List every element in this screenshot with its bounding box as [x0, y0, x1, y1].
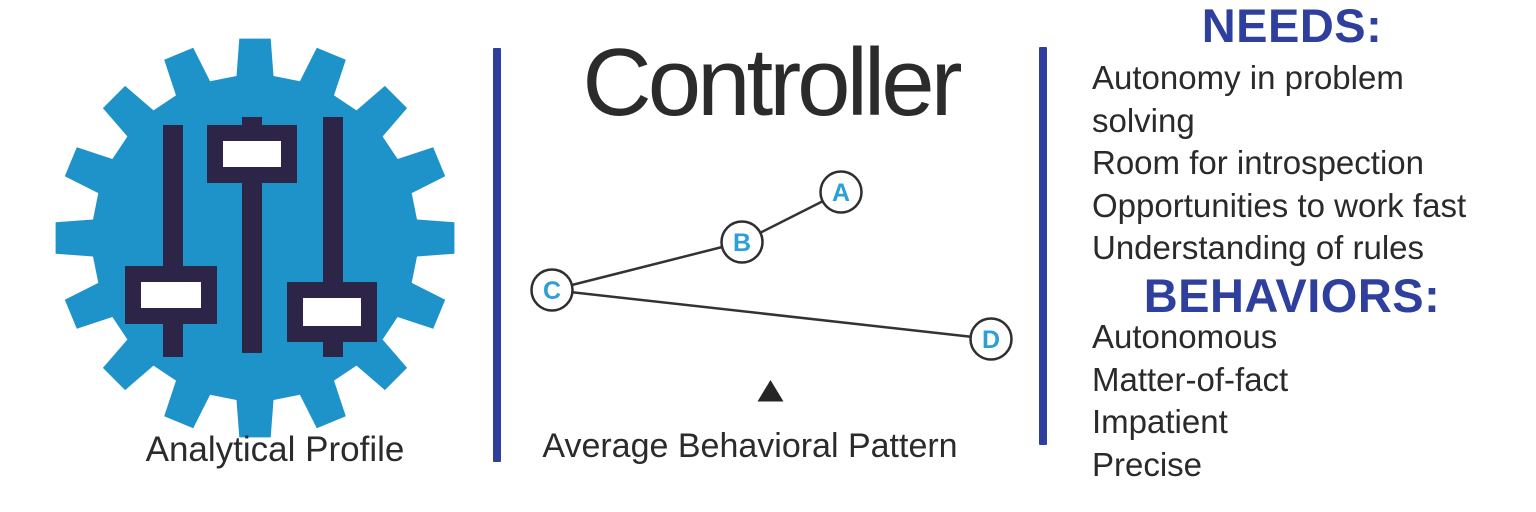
behaviors-line: Precise — [1092, 445, 1203, 483]
node-circle-d — [969, 317, 1013, 361]
needs-line: Understanding of rules — [1092, 229, 1425, 266]
node-circle-b — [720, 220, 764, 264]
behavioral-pattern-chart: A B C D — [530, 170, 1013, 402]
needs-line: Autonomy in problem — [1092, 59, 1404, 96]
midpoint-triangle-marker — [757, 380, 784, 402]
needs-list: Autonomy in problem solving Room for int… — [1092, 57, 1466, 270]
slider-handle-right-inner — [303, 298, 361, 326]
node-label-b: B — [733, 229, 751, 257]
behaviors-line: Matter-of-fact — [1092, 360, 1289, 398]
behaviors-list: Autonomous Matter-of-fact Impatient Prec… — [1092, 316, 1288, 486]
chart-caption: Average Behavioral Pattern — [542, 427, 958, 465]
node-label-d: D — [982, 326, 1000, 354]
chart-line-c-d — [551, 288, 992, 341]
behaviors-line: Autonomous — [1092, 318, 1278, 355]
node-label-c: C — [543, 277, 561, 305]
left-divider-line — [493, 48, 501, 462]
sliders-glyph — [125, 117, 377, 357]
gear-sliders-icon — [55, 38, 455, 438]
page-title: Controller — [582, 29, 962, 136]
needs-heading: NEEDS: — [1201, 0, 1383, 52]
needs-line: Room for introspection — [1092, 144, 1424, 181]
profile-type-label: Analytical Profile — [145, 430, 405, 469]
needs-behaviors-panel: NEEDS: Autonomy in problem solving Room … — [1048, 0, 1536, 512]
slider-handle-middle-inner — [223, 141, 281, 167]
needs-line: solving — [1092, 101, 1195, 139]
behaviors-heading: BEHAVIORS: — [1143, 269, 1441, 322]
node-circle-a — [819, 170, 863, 214]
right-divider-line — [1039, 47, 1047, 445]
chart-line-c-b — [551, 240, 743, 292]
slider-handle-left-inner — [141, 282, 201, 308]
needs-line: Opportunities to work fast — [1092, 186, 1467, 224]
behaviors-line: Impatient — [1092, 403, 1228, 440]
node-circle-c — [530, 268, 574, 312]
node-label-a: A — [832, 179, 850, 207]
